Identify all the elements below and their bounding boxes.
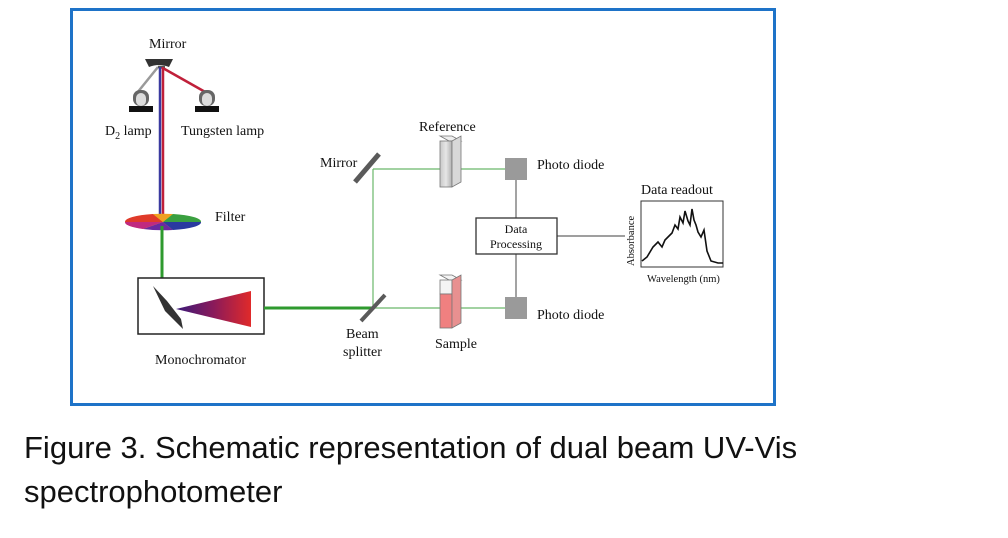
label-data-readout: Data readout [641,183,713,198]
label-filter: Filter [215,210,246,225]
photo-diode-top [505,158,527,180]
label-tungsten-lamp: Tungsten lamp [181,124,264,139]
label-photo-diode-bottom: Photo diode [537,308,604,323]
data-processing-box [475,217,558,255]
label-reference: Reference [419,120,476,135]
d2-lamp [129,90,153,112]
photo-diode-bottom [505,297,527,319]
label-mirror-top: Mirror [149,37,187,52]
reference-cuvette [438,135,463,188]
label-monochromator: Monochromator [155,353,246,368]
monochromator [137,277,265,335]
caption-line-1: Figure 3. Schematic representation of du… [24,430,798,465]
readout-plot [640,200,724,268]
label-d2-lamp: D2 lamp [105,124,152,142]
label-beam-splitter-1: Beam [346,327,379,342]
side-mirror [353,152,381,184]
beam-splitter [359,293,387,323]
lamp-rays [136,65,208,216]
tungsten-lamp [195,90,219,112]
label-sample: Sample [435,337,477,352]
figure-caption: Figure 3. Schematic representation of du… [24,426,984,514]
spectrophotometer-diagram: Mirror D2 lamp Tungsten lamp [105,37,724,368]
label-data-processing-1: Data [505,222,528,236]
label-beam-splitter-2: splitter [343,345,382,360]
top-mirror [145,59,173,67]
absorbance-curve [641,208,723,264]
label-wavelength-axis: Wavelength (nm) [647,274,720,285]
label-mirror-side: Mirror [320,156,358,171]
label-photo-diode-top: Photo diode [537,158,604,173]
filter-wheel [124,213,202,231]
sample-cuvette [438,274,463,329]
label-data-processing-2: Processing [490,237,542,251]
signal-connectors [515,180,625,297]
caption-line-2: spectrophotometer [24,474,283,509]
diagram-frame: Mirror D2 lamp Tungsten lamp [70,8,776,406]
thin-beam-paths [372,168,505,309]
label-absorbance-axis: Absorbance [626,216,637,266]
